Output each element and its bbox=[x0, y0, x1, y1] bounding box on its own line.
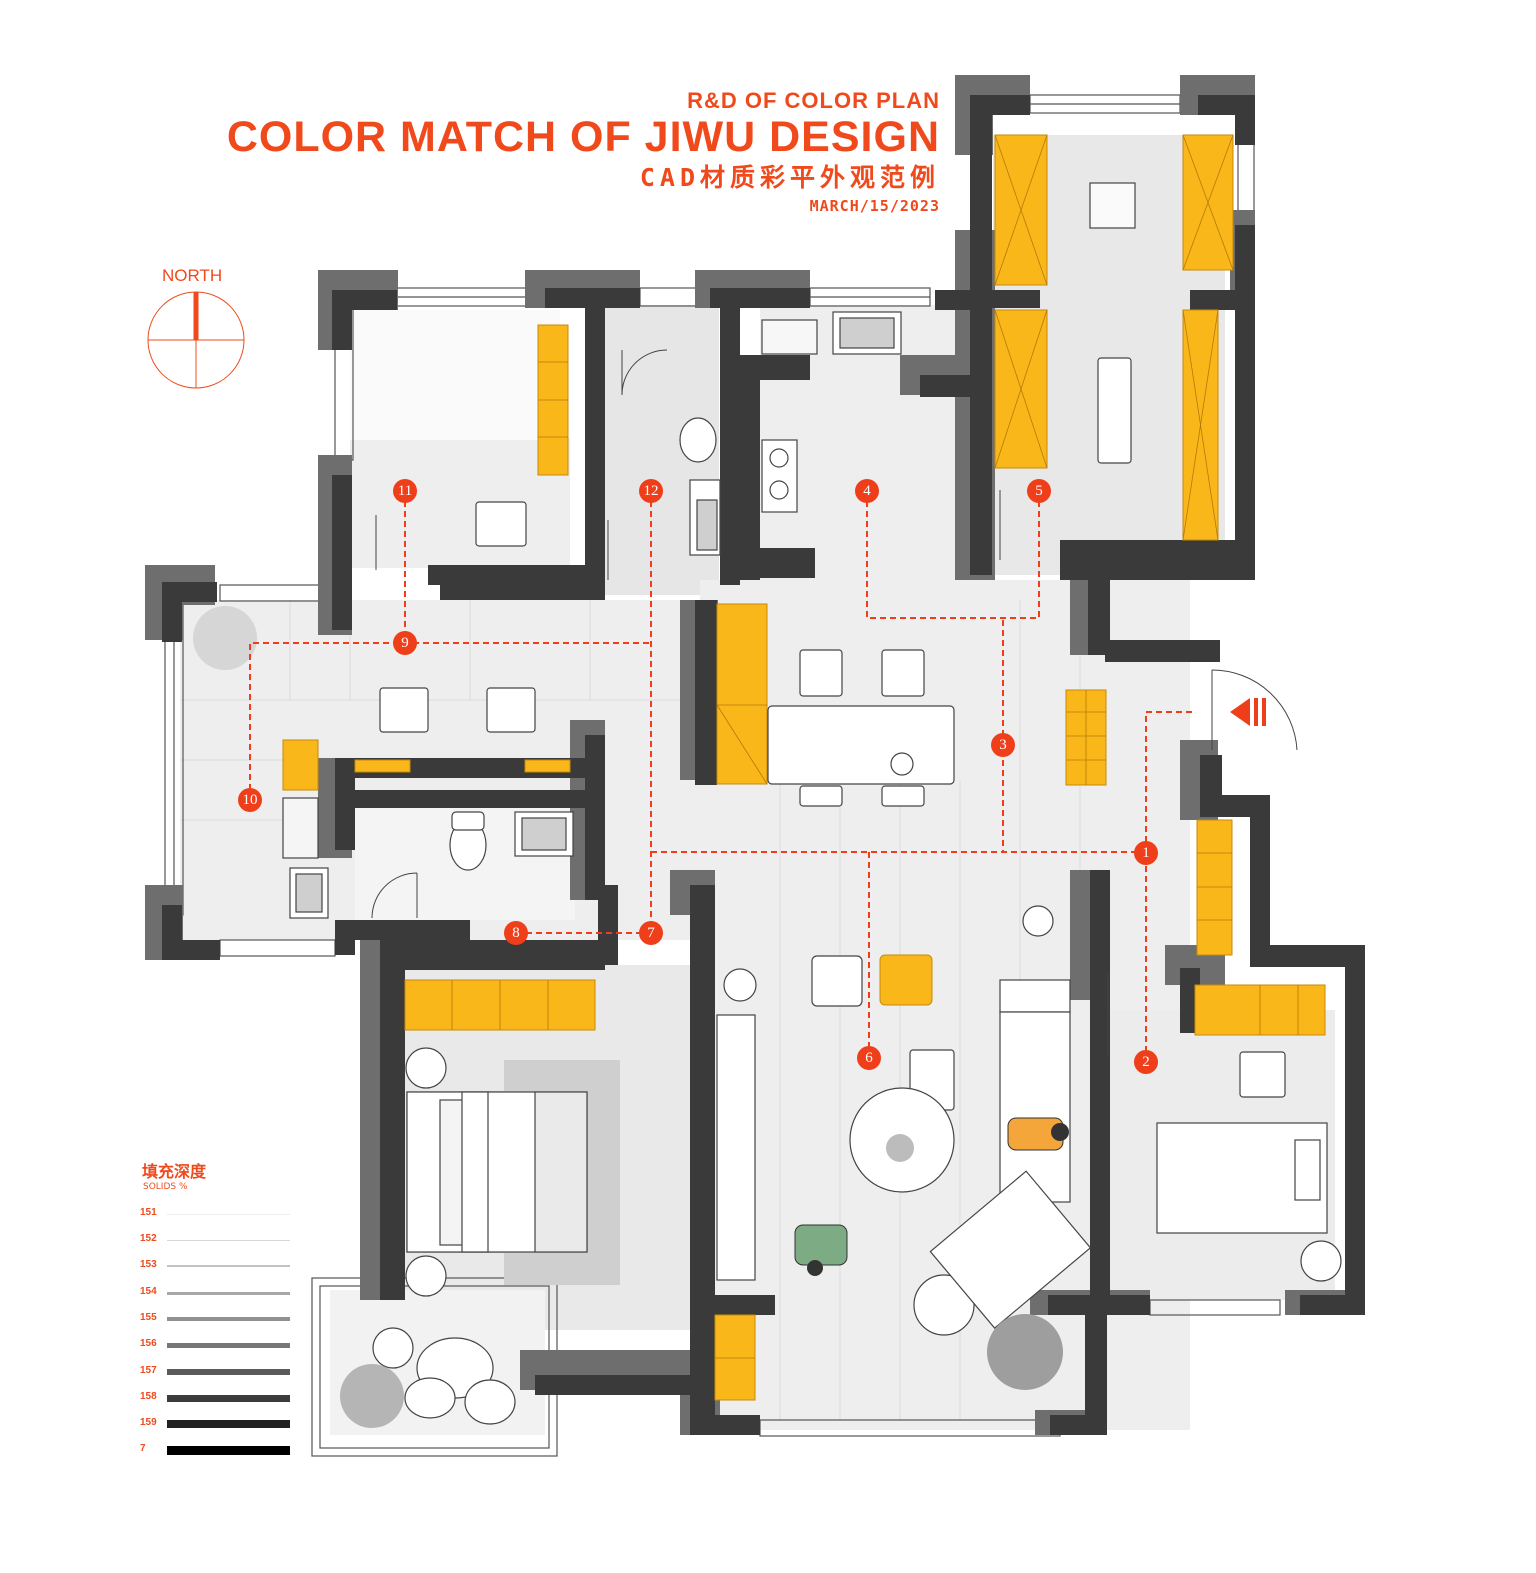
room-tag-1: 1 bbox=[1134, 841, 1158, 865]
entry-arrow-icon bbox=[1230, 698, 1266, 726]
master-bed bbox=[406, 1091, 588, 1253]
legend-item: 156 bbox=[140, 1338, 290, 1352]
room-tag-9: 9 bbox=[393, 631, 417, 655]
room-tag-5: 5 bbox=[1027, 479, 1051, 503]
tile-joints bbox=[180, 600, 1081, 1420]
room-tag-3: 3 bbox=[991, 733, 1015, 757]
legend-item: 152 bbox=[140, 1233, 290, 1247]
legend-item: 159 bbox=[140, 1417, 290, 1431]
legend-title: 填充深度 bbox=[142, 1162, 207, 1181]
north-compass bbox=[147, 291, 245, 389]
legend-item-swatch bbox=[167, 1291, 290, 1295]
walls bbox=[162, 95, 1365, 1435]
legend-item-label: 155 bbox=[140, 1312, 157, 1323]
legend-item: 151 bbox=[140, 1207, 290, 1221]
legend-item-swatch bbox=[167, 1265, 290, 1267]
plan-date: MARCH/15/2023 bbox=[809, 197, 940, 215]
plan-title: COLOR MATCH OF JIWU DESIGN bbox=[226, 113, 940, 161]
room-tag-4: 4 bbox=[855, 479, 879, 503]
legend-item-label: 152 bbox=[140, 1233, 157, 1244]
legend-item: 153 bbox=[140, 1259, 290, 1273]
legend-subtitle: SOLIDS % bbox=[143, 1182, 188, 1192]
legend-item-label: 153 bbox=[140, 1259, 157, 1270]
room-tag-7: 7 bbox=[639, 921, 663, 945]
plants bbox=[193, 606, 1063, 1428]
legend-item-swatch bbox=[167, 1317, 290, 1321]
room-tag-2: 2 bbox=[1134, 1050, 1158, 1074]
legend-item-label: 157 bbox=[140, 1365, 157, 1376]
doors bbox=[371, 349, 1298, 1055]
room-tag-12: 12 bbox=[639, 479, 663, 503]
cabinet-doors bbox=[451, 134, 1299, 1359]
plan-title-chinese: CAD材质彩平外观范例 bbox=[639, 163, 940, 192]
legend-item-swatch bbox=[167, 1394, 290, 1402]
legend-item-label: 156 bbox=[140, 1338, 157, 1349]
north-label: NORTH bbox=[162, 266, 223, 285]
legend-item-label: 159 bbox=[140, 1417, 157, 1428]
cabinets bbox=[282, 134, 1326, 1401]
legend-item-swatch bbox=[167, 1445, 290, 1455]
legend-item-swatch bbox=[167, 1213, 290, 1215]
plan-subtitle: R&D OF COLOR PLAN bbox=[687, 88, 940, 113]
legend-item-label: 7 bbox=[140, 1443, 146, 1454]
legend-item-swatch bbox=[167, 1342, 290, 1348]
legend-item: 7 bbox=[140, 1443, 290, 1457]
room-tag-8: 8 bbox=[504, 921, 528, 945]
legend-item-label: 158 bbox=[140, 1391, 157, 1402]
legend-item-swatch bbox=[167, 1369, 290, 1375]
people bbox=[794, 1117, 1069, 1276]
legend-item-label: 154 bbox=[140, 1286, 157, 1297]
room-tag-11: 11 bbox=[393, 479, 417, 503]
room-tag-10: 10 bbox=[238, 788, 262, 812]
room-tag-6: 6 bbox=[857, 1046, 881, 1070]
legend-item: 154 bbox=[140, 1286, 290, 1300]
legend-item: 158 bbox=[140, 1391, 290, 1405]
legend-item-swatch bbox=[167, 1420, 290, 1428]
legend-item: 155 bbox=[140, 1312, 290, 1326]
legend-item-swatch bbox=[167, 1239, 290, 1241]
legend-item: 157 bbox=[140, 1365, 290, 1379]
legend-item-label: 151 bbox=[140, 1207, 157, 1218]
title-block: R&D OF COLOR PLAN COLOR MATCH OF JIWU DE… bbox=[227, 88, 940, 216]
